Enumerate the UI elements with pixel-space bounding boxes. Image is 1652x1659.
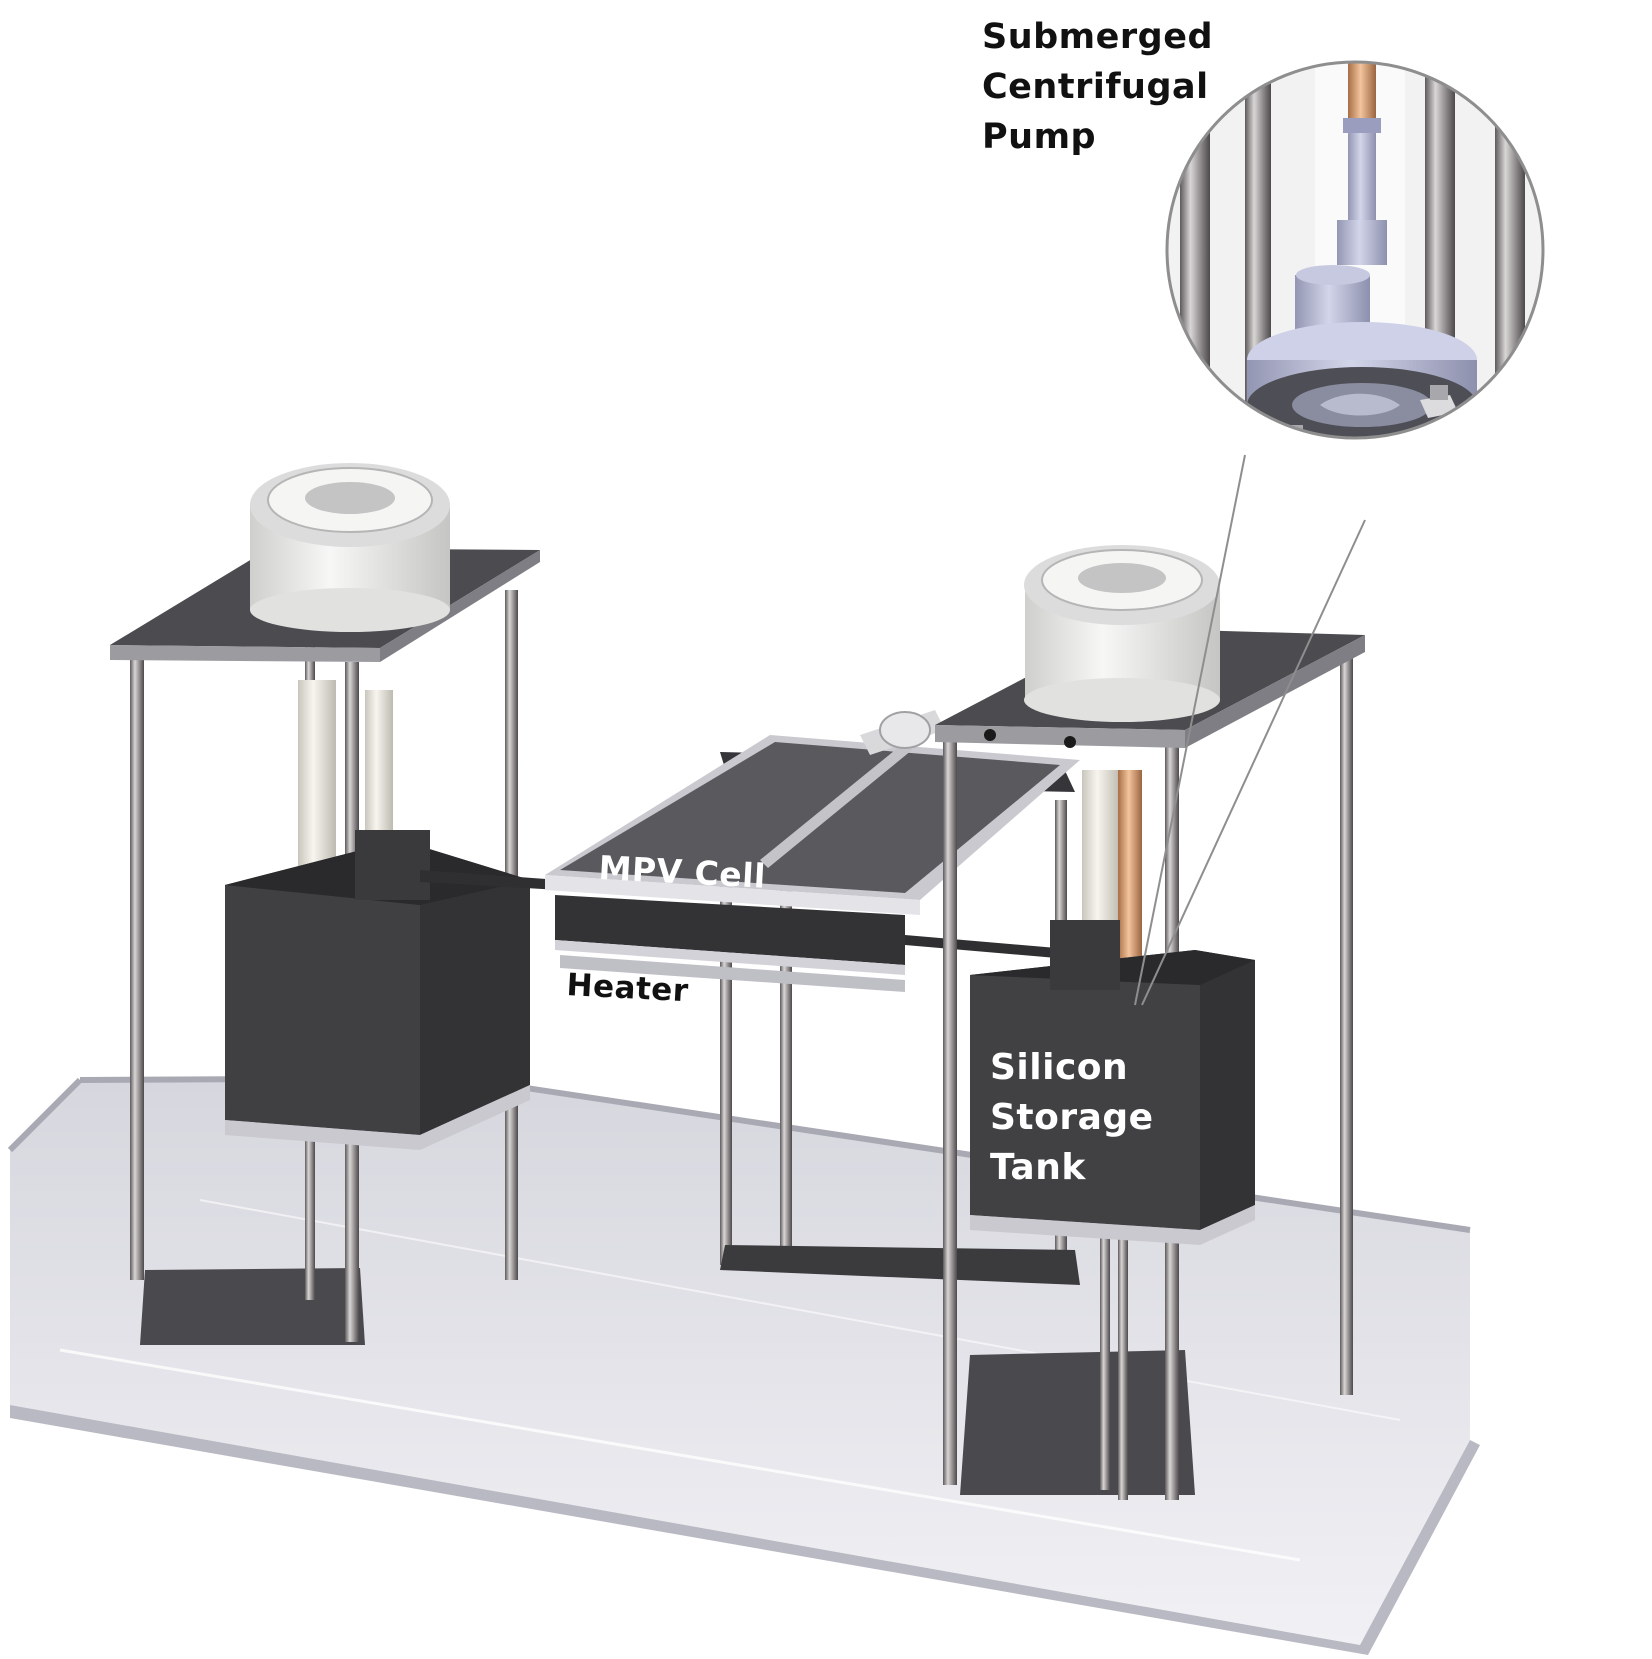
pump-label: Submerged Centrifugal Pump xyxy=(982,17,1213,157)
left-floor-plate xyxy=(140,1268,365,1345)
storage-tank-label: Silicon Storage Tank xyxy=(990,1047,1154,1188)
right-floor-plate xyxy=(960,1350,1195,1495)
mpv-cell-label: MPV Cell xyxy=(597,847,767,896)
left-tower xyxy=(110,463,540,1342)
right-tower xyxy=(935,545,1365,1500)
pump-callout-circle xyxy=(1165,60,1545,440)
left-connector-pipe xyxy=(420,870,560,890)
heater-label: Heater xyxy=(565,966,690,1010)
callout-leader-lines xyxy=(1134,454,1366,1006)
base-tray xyxy=(7,1074,1480,1655)
